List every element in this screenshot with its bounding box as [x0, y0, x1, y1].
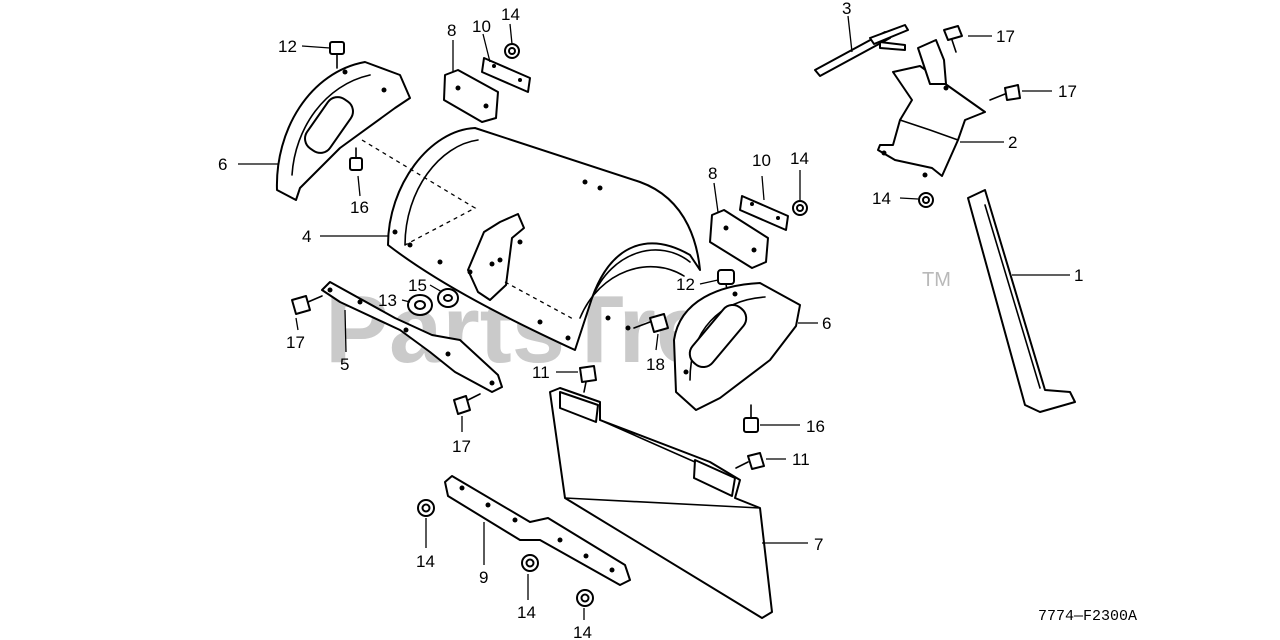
part-11-bolt[interactable]: [735, 452, 765, 470]
part-17-bolt-upper[interactable]: [943, 25, 963, 53]
callout-17: 17: [286, 333, 305, 352]
part-10-plate-left[interactable]: [481, 57, 531, 93]
callout-18: 18: [646, 355, 665, 374]
part-17-bolt-right[interactable]: [989, 84, 1021, 101]
part-14-nut[interactable]: [417, 499, 435, 517]
part-9-bar[interactable]: [444, 475, 631, 586]
callout-14: 14: [416, 552, 435, 571]
part-2-bracket[interactable]: [877, 39, 986, 178]
part-8-plate-right[interactable]: [709, 209, 769, 269]
callout-6: 6: [218, 155, 227, 174]
part-16-bolt-right[interactable]: [743, 404, 759, 433]
callout-12: 12: [676, 275, 695, 294]
part-5-bar[interactable]: [321, 281, 503, 393]
callout-5: 5: [340, 355, 349, 374]
callout-14: 14: [573, 623, 592, 640]
part-7-flap[interactable]: [549, 387, 773, 619]
callout-8: 8: [708, 164, 717, 183]
callout-11: 11: [532, 363, 550, 382]
callout-13: 13: [378, 291, 397, 310]
leader-lines: [238, 15, 1070, 620]
part-18-bolt[interactable]: [633, 313, 669, 333]
callout-15: 15: [408, 276, 427, 295]
callout-10: 10: [752, 151, 771, 170]
callout-9: 9: [479, 568, 488, 587]
part-14-nut[interactable]: [918, 192, 934, 208]
part-10-plate-right[interactable]: [739, 195, 789, 231]
callout-10: 10: [472, 17, 491, 36]
callout-3: 3: [842, 0, 851, 18]
part-14-nut[interactable]: [576, 589, 594, 607]
callout-6: 6: [822, 314, 831, 333]
part-17-bolt-left[interactable]: [291, 295, 323, 315]
callout-16: 16: [806, 417, 825, 436]
callout-16: 16: [350, 198, 369, 217]
part-12-bolt-right[interactable]: [717, 269, 735, 297]
callout-14: 14: [501, 5, 520, 24]
callout-17: 17: [1058, 82, 1077, 101]
part-4-tine-shield[interactable]: [361, 127, 701, 351]
part-14-nut[interactable]: [792, 200, 808, 216]
part-16-bolt-left[interactable]: [349, 147, 363, 171]
callout-1: 1: [1074, 266, 1083, 285]
callout-14: 14: [517, 603, 536, 622]
part-6-side-cover-right[interactable]: [673, 282, 801, 411]
part-17-bolt-bottom[interactable]: [453, 393, 481, 415]
callout-12: 12: [278, 37, 297, 56]
part-15-washer[interactable]: [437, 288, 459, 308]
callout-labels: 12 8 10 14 3 17 17 6 16 2 8 10 14 14 4 1…: [218, 0, 1083, 640]
part-6-side-cover-left[interactable]: [275, 61, 411, 201]
part-14-nut[interactable]: [521, 554, 539, 572]
callout-14: 14: [790, 149, 809, 168]
callout-4: 4: [302, 227, 311, 246]
callout-14: 14: [872, 189, 891, 208]
part-13-spacer[interactable]: [407, 294, 433, 316]
part-12-bolt-left[interactable]: [329, 41, 345, 69]
callout-2: 2: [1008, 133, 1017, 152]
callout-8: 8: [447, 21, 456, 40]
watermark-trademark: TM: [922, 269, 951, 291]
callout-11: 11: [792, 450, 810, 469]
callout-17: 17: [452, 437, 471, 456]
diagram-code: 7774—F2300A: [1038, 608, 1137, 625]
part-11-bolt[interactable]: [579, 365, 597, 393]
part-3-rod[interactable]: [814, 24, 909, 77]
callout-7: 7: [814, 535, 823, 554]
part-1-stand[interactable]: [967, 189, 1076, 413]
callout-17: 17: [996, 27, 1015, 46]
part-8-plate-left[interactable]: [443, 69, 499, 123]
part-14-nut[interactable]: [504, 43, 520, 59]
